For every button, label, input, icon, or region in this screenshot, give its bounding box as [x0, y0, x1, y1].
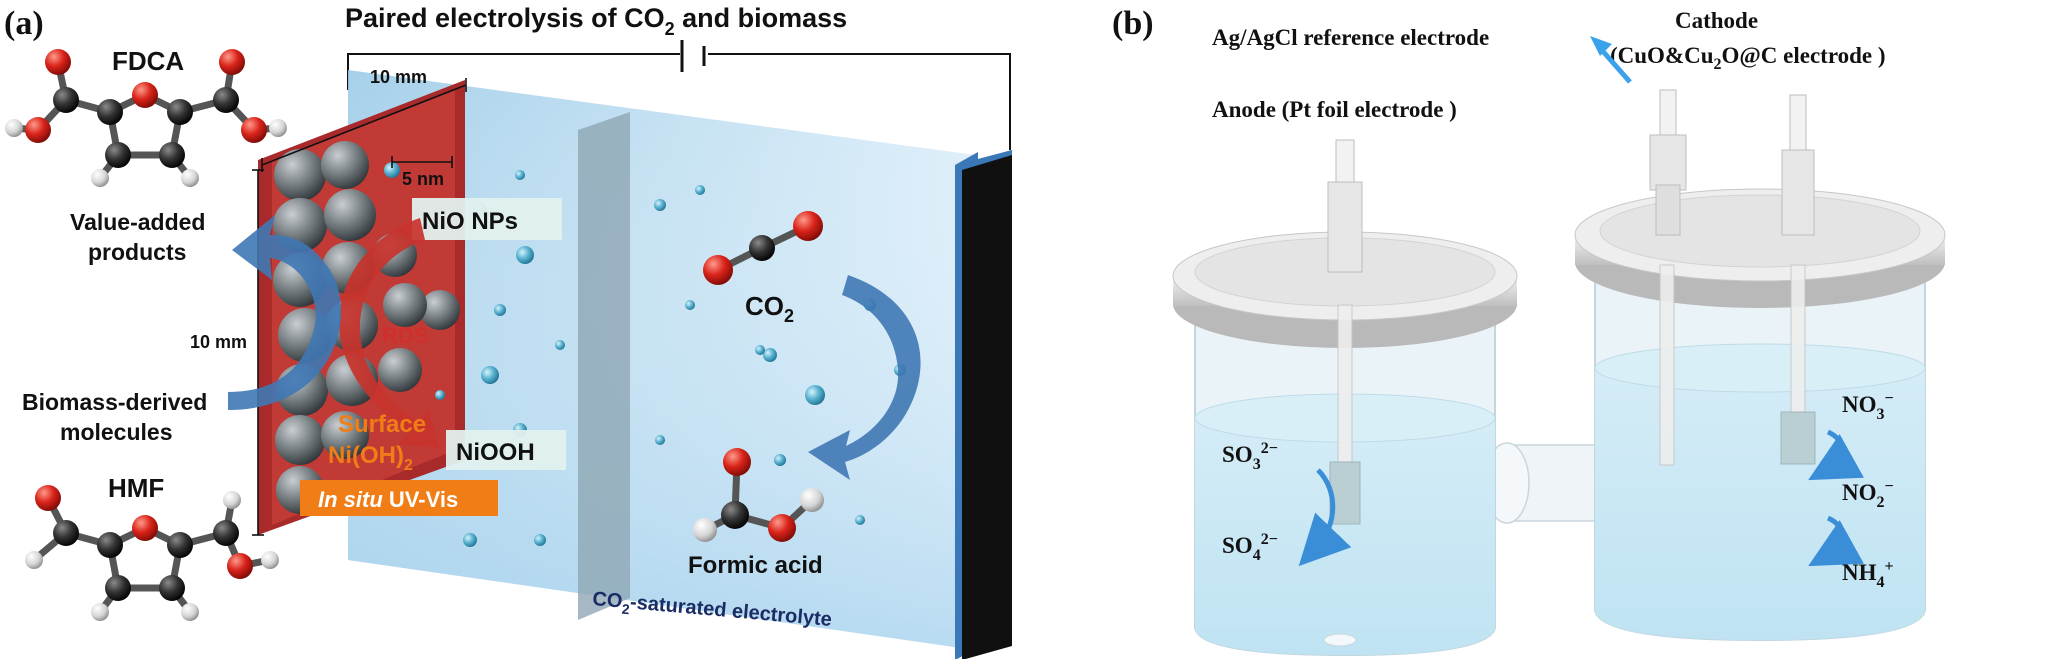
so4-label: SO42−	[1222, 531, 1278, 564]
nioh2-label: Ni(OH)2	[328, 442, 413, 474]
bubble	[516, 246, 534, 264]
niooh-box	[446, 430, 566, 470]
value-added-label-1: Value-added	[70, 209, 205, 235]
no3-to-no2-arrow	[1808, 429, 1865, 481]
cathode-plate	[955, 150, 1012, 659]
biomass-label-2: molecules	[60, 419, 173, 445]
surface-label: Surface	[338, 411, 426, 438]
nio-nps-label: NiO NPs	[422, 208, 518, 235]
nio-sphere	[324, 189, 376, 241]
cathode-label-1: Cathode	[1675, 8, 1758, 33]
nio-sphere	[378, 348, 422, 392]
hmf-label: HMF	[108, 473, 164, 503]
formic-acid-label: Formic acid	[688, 552, 823, 579]
membrane	[578, 112, 630, 620]
panel-a-title: Paired electrolysis of CO2 and biomass	[345, 3, 847, 39]
hmf-molecule	[25, 485, 279, 621]
bubble	[855, 515, 865, 525]
anode-label: Anode (Pt foil electrode )	[1212, 97, 1457, 122]
co2-label: CO2	[745, 291, 794, 326]
rds-arrow	[339, 218, 440, 448]
reference-pointer-arrowhead	[1590, 36, 1612, 56]
bubble	[435, 390, 445, 400]
bubble	[555, 340, 565, 350]
nio-nps-box	[412, 198, 562, 240]
rds-label: RDS	[382, 323, 428, 348]
nio-sphere	[383, 283, 427, 327]
no3-label: NO3−	[1842, 390, 1894, 423]
anode-cell	[1172, 139, 1518, 657]
bubble	[774, 454, 786, 466]
bubble	[685, 300, 695, 310]
panel-a-label: (a)	[4, 5, 44, 42]
bubble	[463, 533, 477, 547]
no2-label: NO2−	[1842, 478, 1894, 511]
value-added-label-2: products	[88, 239, 186, 265]
co2-molecule	[703, 211, 823, 285]
fdca-molecule	[5, 49, 287, 187]
bubble	[481, 366, 499, 384]
nio-sphere	[321, 141, 369, 189]
so3-label: SO32−	[1222, 440, 1278, 473]
so3-to-so4-arrow	[1298, 468, 1352, 567]
formic-acid-molecule	[693, 448, 824, 542]
bubble	[515, 170, 525, 180]
cathode-label-2: (CuO&Cu2O@C electrode )	[1610, 43, 1886, 73]
fdca-label: FDCA	[112, 46, 184, 76]
bubble	[384, 162, 400, 178]
panel-b-label: (b)	[1112, 5, 1154, 42]
nio-sphere	[321, 411, 369, 459]
bubble	[763, 348, 777, 362]
bubble	[534, 534, 546, 546]
in-situ-box	[300, 480, 498, 516]
bubble	[654, 199, 666, 211]
dim-5nm: 5 nm	[402, 169, 444, 189]
nh4-label: NH4+	[1842, 558, 1894, 591]
reference-electrode-label: Ag/AgCl reference electrode	[1212, 25, 1489, 50]
bubble	[755, 345, 765, 355]
nio-sphere	[420, 290, 460, 330]
bubble	[655, 435, 665, 445]
panel-b: (b) Ag/AgCl reference electrode Cathode …	[1112, 5, 1946, 657]
in-situ-label: In situ UV-Vis	[318, 487, 458, 512]
biomass-label-1: Biomass-derived	[22, 389, 207, 415]
niooh-label: NiOOH	[456, 439, 535, 466]
no2-to-nh4-arrow	[1808, 515, 1865, 567]
dim-10mm-left: 10 mm	[190, 332, 247, 352]
biomass-arrow	[228, 215, 342, 410]
reference-pointer-arrow	[1598, 46, 1632, 84]
co2-reduction-arrow	[808, 275, 921, 480]
bubble	[695, 185, 705, 195]
bubble	[494, 304, 506, 316]
bubble	[805, 385, 825, 405]
nio-sphere	[274, 149, 326, 201]
nio-sphere	[275, 415, 325, 465]
dim-10mm-top: 10 mm	[370, 67, 427, 87]
panel-a: (a) Paired electrolysis of CO2 and bioma…	[4, 3, 1012, 659]
